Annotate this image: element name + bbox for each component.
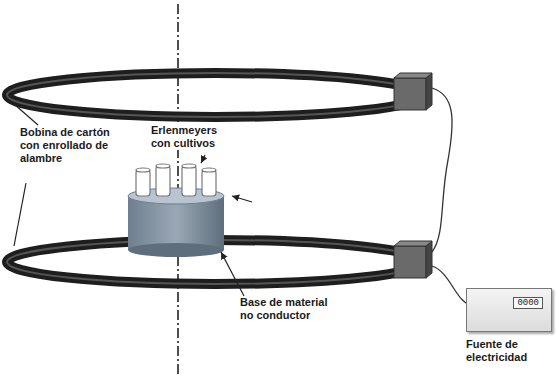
bottom-coil (7, 240, 423, 284)
leader-line (14, 183, 26, 246)
part-label: Bobina de cartón con enrollado de alambr… (20, 126, 112, 165)
terminal-box (394, 73, 432, 110)
device-label: Fuente de electricidad (466, 338, 552, 364)
part-label: Base de material no conductor (240, 296, 336, 322)
part-label: Erlenmeyers con cultivos (150, 124, 232, 150)
leader-arrow (201, 155, 205, 163)
top-coil (7, 73, 423, 117)
leader-arrow (221, 252, 244, 296)
supply-housing: 0000 (466, 288, 552, 332)
terminal-box (394, 241, 432, 278)
display-readout: 0000 (513, 297, 543, 309)
wire (432, 266, 470, 305)
wire (432, 88, 452, 252)
non-conductive-base (128, 188, 224, 257)
leader-arrow (232, 196, 252, 202)
power-supply: 0000Fuente de electricidad (466, 288, 552, 364)
flasks (136, 164, 216, 196)
leader-line (14, 104, 38, 125)
